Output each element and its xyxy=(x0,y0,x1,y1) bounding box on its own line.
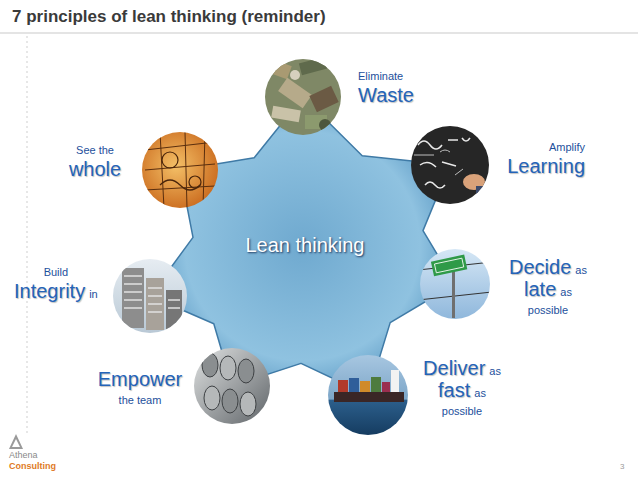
principle-word: as xyxy=(474,387,486,399)
principle-word: Build xyxy=(44,266,68,278)
star-shape xyxy=(150,97,455,395)
principle-word: in xyxy=(89,288,98,300)
principle-label: Empower the team xyxy=(98,368,182,408)
principle-circle: AmplifyLearning xyxy=(411,126,489,204)
logo-mark xyxy=(9,434,23,449)
label-line: Build xyxy=(14,262,98,280)
principle-word: possible xyxy=(528,304,568,316)
blueprint-photo xyxy=(140,130,220,210)
label-line: fastas xyxy=(423,379,501,401)
principle-keyword: whole xyxy=(69,158,121,180)
principle-word: possible xyxy=(442,405,482,417)
logo-mark xyxy=(12,439,20,447)
gears-photo xyxy=(192,346,272,426)
principle-word: the team xyxy=(119,394,162,406)
principle-keyword: Learning xyxy=(507,155,585,177)
building-photo xyxy=(110,256,190,336)
label-line: Empower xyxy=(98,368,182,390)
principle-circle: Decideaslateaspossible xyxy=(420,249,490,319)
label-line: See the xyxy=(69,140,121,158)
chalkboard-photo xyxy=(408,124,496,208)
margin-rule xyxy=(27,36,28,436)
principle-label: AmplifyLearning xyxy=(507,137,585,177)
title-rule xyxy=(0,33,638,34)
label-line: possible xyxy=(509,300,587,318)
principle-label: Deliverasfastaspossible xyxy=(423,357,501,419)
signpost-photo xyxy=(418,247,492,321)
label-line: lateas xyxy=(509,278,587,300)
waste-photo xyxy=(260,55,350,145)
label-line: whole xyxy=(69,158,121,180)
principle-circle: Deliverasfastaspossible xyxy=(328,355,408,435)
star-label: Lean thinking xyxy=(246,234,365,257)
principle-circle: See thewhole xyxy=(142,132,218,208)
logo-name: Consulting xyxy=(9,461,56,471)
label-line: Eliminate xyxy=(358,66,414,84)
principle-circle: EliminateWaste xyxy=(265,59,341,135)
label-line: possible xyxy=(423,401,501,419)
label-line: the team xyxy=(98,390,182,408)
label-line: Learning xyxy=(507,155,585,177)
logo-name: Athena xyxy=(9,450,38,460)
principle-keyword: late xyxy=(524,278,556,300)
principle-keyword: Integrity xyxy=(14,280,85,302)
principle-keyword: Waste xyxy=(358,84,414,106)
label-line: Waste xyxy=(358,84,414,106)
principle-word: as xyxy=(560,286,572,298)
page-number: 3 xyxy=(620,462,624,471)
principle-circle: BuildIntegrityin xyxy=(113,259,187,333)
ship-photo xyxy=(326,353,410,437)
principle-circle: Empowerthe team xyxy=(194,348,270,424)
principle-keyword: Empower xyxy=(98,368,182,390)
principle-keyword: fast xyxy=(438,379,470,401)
principle-word: Amplify xyxy=(549,141,585,153)
principle-word: See the xyxy=(76,144,114,156)
principle-word: Eliminate xyxy=(358,70,403,82)
label-line: Integrity in xyxy=(14,280,98,302)
principle-label: Decideaslateaspossible xyxy=(509,256,587,318)
label-line: Amplify xyxy=(507,137,585,155)
principle-label: BuildIntegrity in xyxy=(14,262,98,302)
principle-word: as xyxy=(489,365,501,377)
principle-label: See the whole xyxy=(69,140,121,180)
label-line: Deliver as xyxy=(423,357,501,379)
principle-word: as xyxy=(575,264,587,276)
label-line: Decide as xyxy=(509,256,587,278)
principle-keyword: Decide xyxy=(509,256,571,278)
principle-keyword: Deliver xyxy=(423,357,485,379)
star-text-holder: Lean thinking xyxy=(246,234,365,257)
principle-label: EliminateWaste xyxy=(358,66,414,106)
slide-title: 7 principles of lean thinking (reminder) xyxy=(12,7,326,27)
